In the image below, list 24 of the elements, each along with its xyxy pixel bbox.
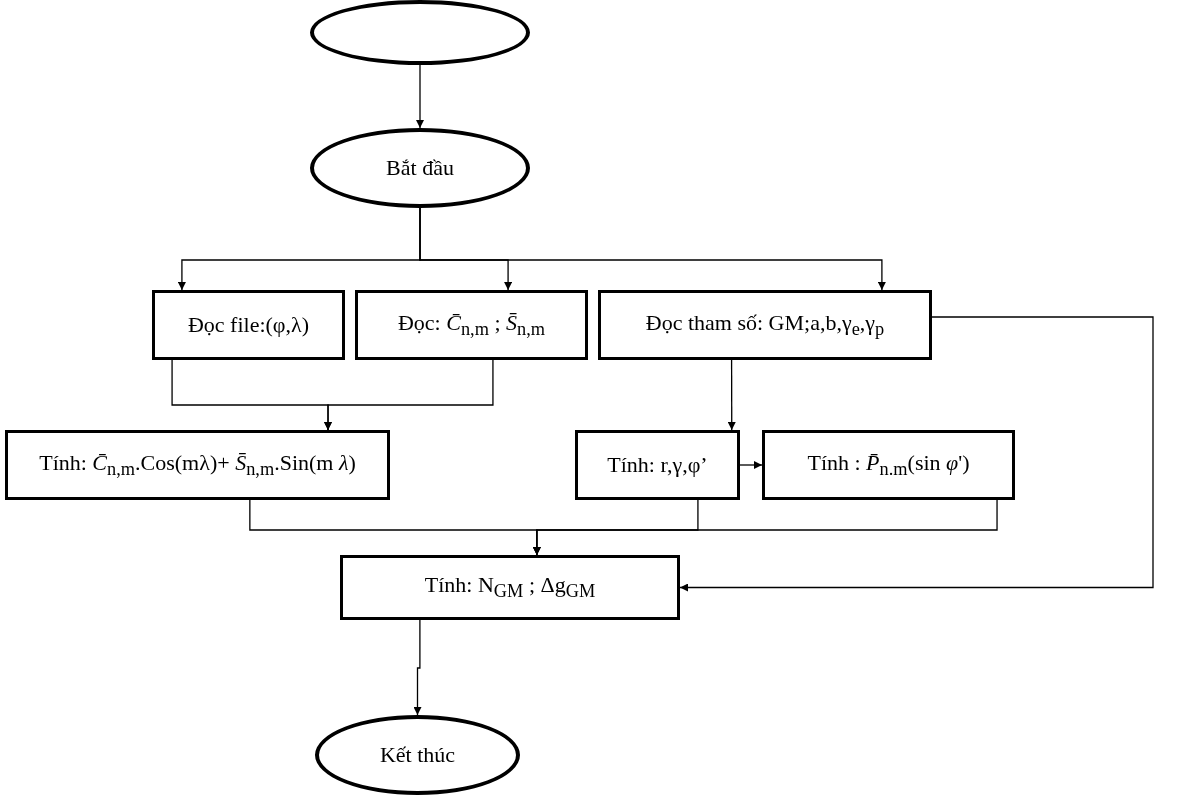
process-box	[340, 555, 680, 620]
process-box	[598, 290, 932, 360]
arrow	[532, 499, 998, 556]
arrow	[413, 619, 422, 716]
node-text: Tính: C̄$_{n,m}$.Cos(mλ)+ S̄$_{n,m}$.Sin(m λ)	[39, 449, 356, 481]
arrow	[679, 316, 1154, 592]
arrow	[324, 359, 494, 431]
process-box	[575, 430, 740, 500]
node-text: Đọc: C̄$_{n,m}$ ; S̄$_{n,m}$	[397, 309, 546, 341]
arrow	[739, 461, 763, 469]
arrow	[419, 207, 886, 291]
process-box	[355, 290, 588, 360]
arrow	[416, 64, 424, 129]
node-text: Kết thúc	[379, 742, 456, 768]
node-text: Đọc tham số: GM;a,b,γ$_{e}$,γ$_{p}$	[645, 309, 885, 341]
node-text: Đọc file:(φ,λ)	[187, 312, 310, 338]
node-text: Tính: r,γ,φ’	[607, 452, 708, 478]
node-text: Tính: N$_{GM}$ ; Δg$_{GM}$	[424, 572, 596, 603]
process-box	[152, 290, 345, 360]
process-box	[5, 430, 390, 500]
process-box	[762, 430, 1015, 500]
node-text: Tính : P̄$_{n.m}$(sin φ')	[807, 449, 970, 481]
arrow	[727, 359, 736, 431]
node-text: Bắt đầu	[386, 155, 454, 181]
